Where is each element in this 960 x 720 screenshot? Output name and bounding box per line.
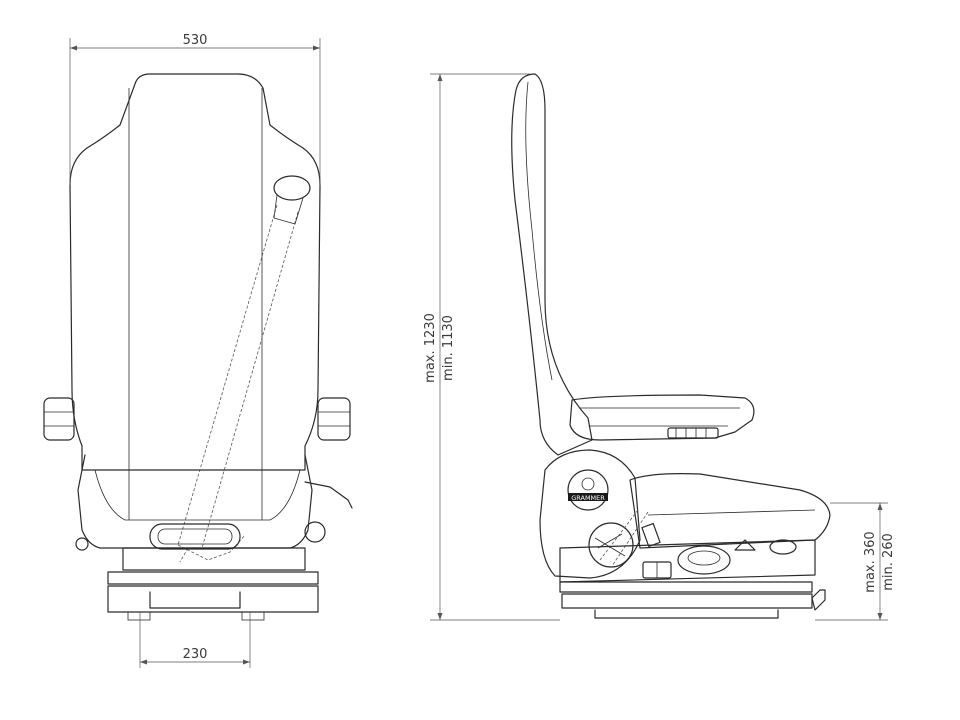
side-armrest-adjuster xyxy=(667,427,719,439)
width-top-label: 530 xyxy=(183,33,208,48)
dimension-width-bottom: 230 xyxy=(139,612,251,668)
width-bottom-label: 230 xyxy=(183,647,208,662)
front-view xyxy=(43,73,353,621)
dimension-height-overall: max. 1230 min. 1130 xyxy=(423,73,560,621)
front-backrest-outline xyxy=(69,73,321,471)
front-left-knob xyxy=(75,537,89,551)
front-base-lower xyxy=(107,585,319,613)
side-height-dial xyxy=(677,545,731,575)
height-min-label: min. 1130 xyxy=(441,315,456,381)
side-logo-badge xyxy=(568,493,608,501)
dimension-width-top: 530 xyxy=(69,33,321,185)
side-base-rail-lower xyxy=(561,593,813,609)
side-logo-text: GRAMMER xyxy=(571,494,605,502)
dimension-seat-height: max. 360 min. 260 xyxy=(815,502,896,621)
side-seat-cushion xyxy=(629,473,831,549)
side-belt-buckle xyxy=(641,522,661,548)
side-lever xyxy=(734,539,756,551)
side-recline-knob xyxy=(588,522,634,568)
front-armrest-right xyxy=(317,397,351,441)
front-armrest-left xyxy=(43,397,75,441)
front-grab-handle xyxy=(149,523,241,550)
side-recline-cover xyxy=(539,449,641,579)
side-seatbelt xyxy=(599,509,649,567)
seat-height-min-label: min. 260 xyxy=(881,533,896,591)
side-round-knob xyxy=(769,539,797,555)
front-seatbelt xyxy=(177,204,299,563)
side-base-rail-upper xyxy=(559,581,813,593)
side-armrest xyxy=(569,394,755,441)
front-seat-cushion xyxy=(77,454,313,549)
side-slide-lever xyxy=(811,589,826,611)
front-base-plate xyxy=(107,571,319,585)
front-base-upper xyxy=(122,547,306,571)
side-logo-medallion xyxy=(567,469,609,511)
side-lower-housing xyxy=(559,539,816,583)
side-view: GRAMMER xyxy=(511,73,831,619)
side-backrest-outline xyxy=(511,73,593,456)
front-belt-guide xyxy=(273,175,311,201)
height-max-label: max. 1230 xyxy=(423,313,438,383)
front-side-lever xyxy=(304,481,353,509)
seat-height-max-label: max. 360 xyxy=(863,531,878,592)
front-side-knob xyxy=(304,521,326,543)
